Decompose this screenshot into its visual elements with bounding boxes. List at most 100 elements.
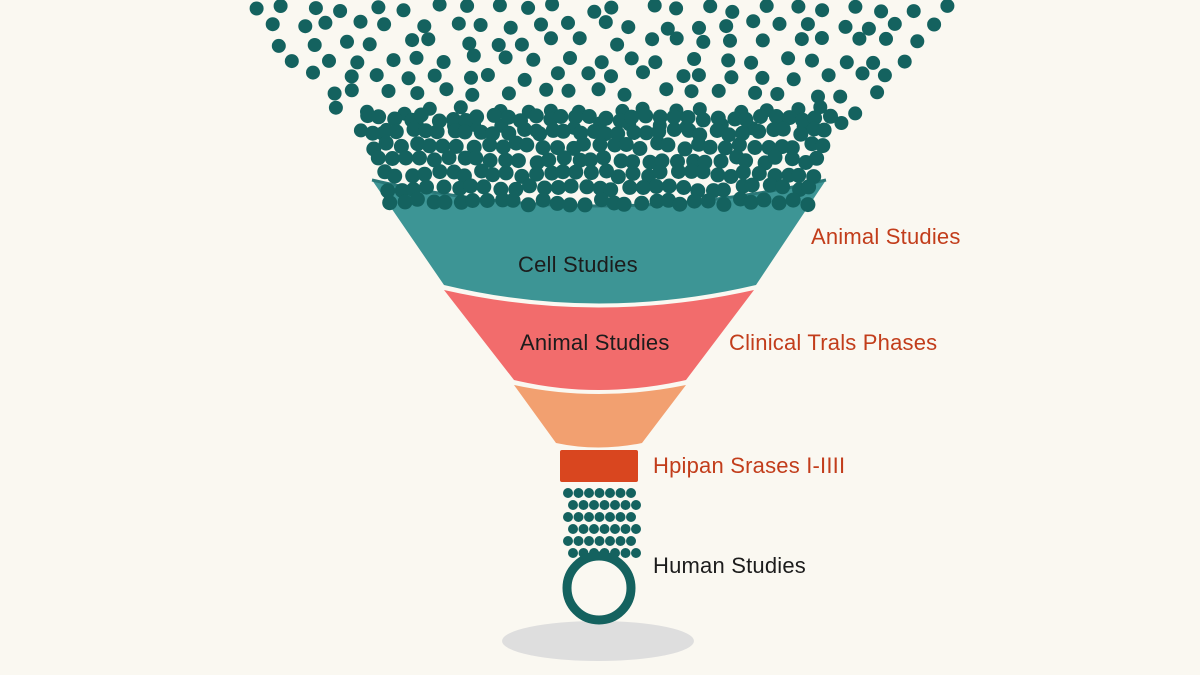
- particle: [520, 197, 536, 213]
- particle: [550, 66, 565, 81]
- particle: [724, 70, 739, 85]
- particle: [562, 197, 578, 213]
- particle: [625, 154, 641, 170]
- particle: [541, 152, 557, 168]
- particle: [265, 17, 280, 32]
- particle: [834, 116, 849, 130]
- particle: [861, 21, 876, 36]
- particle: [874, 4, 889, 19]
- particle: [691, 68, 706, 83]
- particle: [587, 4, 602, 19]
- particle: [386, 53, 401, 68]
- particle: [594, 536, 605, 546]
- particle: [398, 150, 414, 166]
- particle: [406, 121, 422, 137]
- particle: [605, 512, 615, 522]
- particle: [709, 123, 725, 138]
- particle: [652, 164, 668, 180]
- particle: [535, 140, 551, 156]
- particle: [634, 195, 650, 211]
- particle: [491, 38, 506, 52]
- stage-clinical-trials: [514, 385, 686, 448]
- particle: [322, 53, 336, 68]
- particle: [517, 122, 533, 137]
- particle: [410, 86, 425, 101]
- particle: [703, 0, 718, 14]
- particle: [594, 488, 605, 498]
- particle: [535, 192, 551, 208]
- particle: [625, 165, 641, 181]
- particle: [561, 83, 576, 98]
- particle: [537, 180, 553, 196]
- particle: [610, 500, 620, 510]
- particle: [421, 32, 436, 47]
- particle: [409, 191, 425, 207]
- particle: [466, 48, 481, 63]
- particle: [906, 4, 921, 19]
- particle: [669, 31, 684, 46]
- particle: [672, 196, 688, 212]
- particle: [381, 84, 396, 98]
- particle: [584, 488, 594, 498]
- particle: [661, 178, 677, 194]
- particle: [382, 195, 398, 211]
- particle: [813, 100, 828, 115]
- particle: [716, 196, 732, 212]
- particle: [738, 111, 754, 127]
- particle: [821, 68, 836, 83]
- particle: [767, 149, 783, 165]
- particle: [583, 165, 599, 181]
- particle: [775, 121, 791, 137]
- particle: [397, 194, 413, 210]
- particle: [791, 167, 807, 183]
- particle: [501, 86, 516, 101]
- side-label-human-studies: Human Studies: [653, 553, 807, 578]
- particle: [563, 536, 573, 546]
- particle: [539, 82, 554, 97]
- particle: [482, 137, 498, 153]
- particle: [686, 193, 702, 209]
- particle: [435, 138, 451, 154]
- particle: [387, 111, 403, 127]
- particle: [666, 122, 682, 137]
- particle: [589, 500, 599, 510]
- particle: [870, 85, 885, 100]
- particle: [308, 1, 323, 16]
- particle: [879, 31, 893, 46]
- particle: [568, 109, 584, 125]
- particle: [528, 108, 544, 124]
- particle: [725, 4, 740, 19]
- particle: [617, 87, 632, 102]
- particle: [800, 17, 815, 32]
- outlet-ring: [562, 551, 636, 625]
- particle: [594, 512, 605, 522]
- particle: [387, 168, 403, 184]
- particle: [626, 536, 636, 546]
- particle: [596, 150, 611, 166]
- particle: [582, 152, 598, 168]
- particle: [641, 168, 657, 184]
- particle: [848, 0, 863, 14]
- particle: [676, 69, 691, 84]
- particle: [782, 110, 797, 126]
- particle: [482, 153, 498, 168]
- particle: [927, 17, 942, 32]
- particle: [723, 169, 739, 184]
- particle: [498, 152, 514, 168]
- particle: [684, 163, 699, 179]
- side-label-animal-studies: Animal Studies: [811, 224, 961, 249]
- particle: [432, 0, 447, 12]
- particle: [838, 19, 853, 34]
- particle: [550, 180, 566, 195]
- particle: [517, 72, 532, 87]
- particle: [755, 33, 770, 48]
- particle: [811, 89, 825, 104]
- particle: [615, 512, 626, 522]
- particle: [594, 192, 609, 208]
- particle: [785, 192, 801, 208]
- particle: [436, 179, 452, 195]
- particle: [848, 106, 863, 121]
- side-label-phases: Hpipan Srases I-IIII: [653, 453, 846, 478]
- particle: [273, 0, 288, 13]
